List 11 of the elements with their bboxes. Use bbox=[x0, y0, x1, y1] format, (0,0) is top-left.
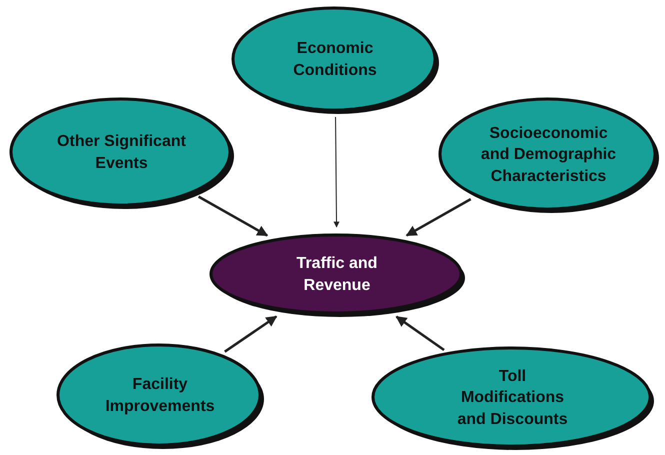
arrow bbox=[334, 116, 340, 228]
arrow bbox=[224, 315, 278, 353]
node-label: Socioeconomic and Demographic Characteristics bbox=[480, 124, 618, 187]
node-label: Economic Conditions bbox=[292, 39, 378, 81]
node-label: Traffic and Revenue bbox=[296, 254, 378, 296]
node-label: Facility Improvements bbox=[104, 375, 216, 417]
node-label: Toll Modifications and Discounts bbox=[456, 366, 569, 430]
arrow bbox=[396, 316, 445, 352]
arrow bbox=[198, 196, 268, 237]
node-label: Other Significant Events bbox=[56, 132, 187, 174]
arrow bbox=[406, 198, 472, 237]
